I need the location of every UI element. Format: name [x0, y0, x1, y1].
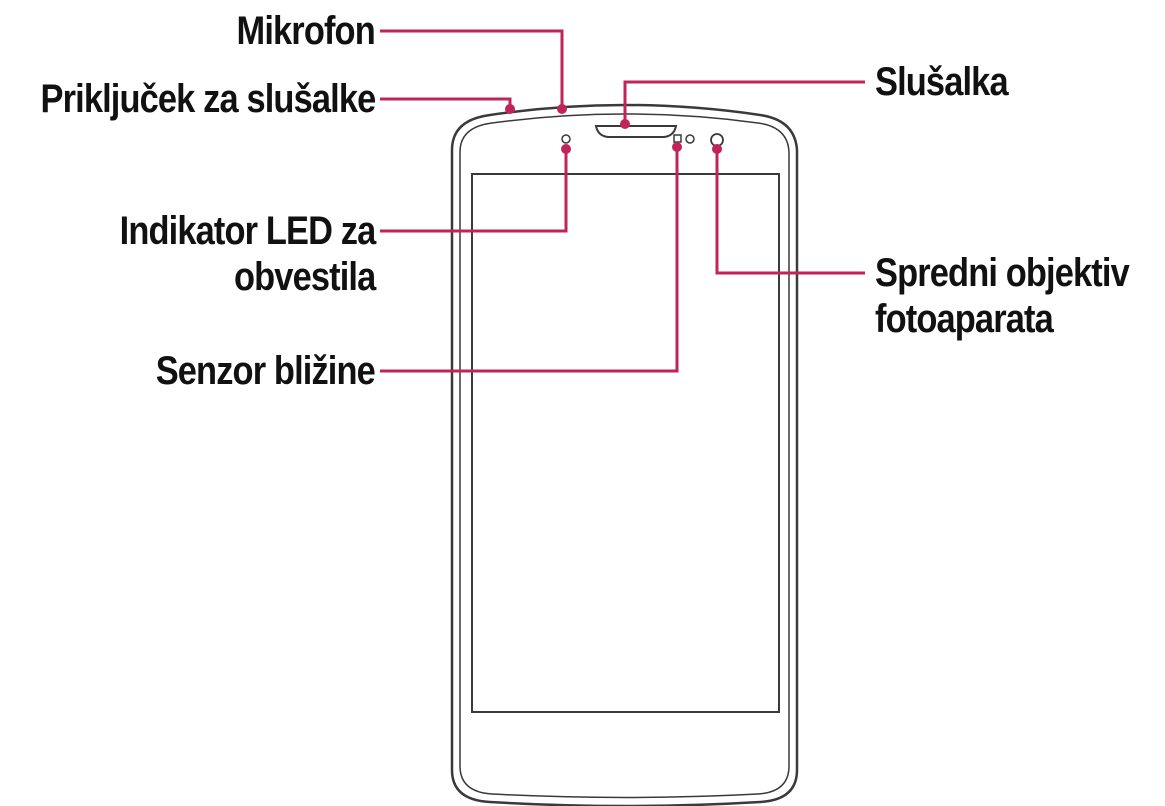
label-prikljucek-text: Priključek za slušalke: [40, 77, 376, 121]
phone-inner-outline: [459, 113, 790, 799]
label-slusalka-text: Slušalka: [875, 60, 1009, 104]
label-senzor-text: Senzor bližine: [155, 349, 376, 393]
label-senzor: Senzor bližine: [155, 348, 376, 394]
callout-dot-spredni: [712, 144, 722, 154]
callout-dot-slusalka: [620, 119, 630, 129]
proximity-sensor-square: [673, 134, 682, 143]
callout-dots: [505, 104, 722, 154]
callout-line-mikrofon: [380, 29, 564, 109]
label-spredni-line2: fotoaparata: [875, 297, 1054, 341]
label-indikator: Indikator LED za obvestila: [119, 208, 376, 300]
label-prikljucek: Priključek za slušalke: [40, 76, 376, 122]
label-indikator-line2: obvestila: [233, 255, 376, 299]
callout-dot-mikrofon: [557, 104, 567, 114]
proximity-sensor-circle: [685, 134, 695, 144]
phone-body: [450, 103, 799, 806]
callout-line-slusalka: [623, 80, 865, 124]
callout-line-prikljucek: [380, 97, 512, 109]
callout-dot-indikator: [561, 144, 571, 154]
label-mikrofon-text: Mikrofon: [236, 9, 376, 53]
callout-line-senzor: [380, 147, 679, 373]
callouts: [380, 29, 865, 373]
label-mikrofon: Mikrofon: [236, 8, 376, 54]
label-spredni-line1: Spredni objektiv: [875, 251, 1130, 295]
label-indikator-line1: Indikator LED za: [119, 209, 376, 253]
callout-dot-senzor: [672, 142, 682, 152]
notification-led: [561, 134, 571, 144]
label-slusalka: Slušalka: [875, 59, 1009, 105]
phone-outer-outline: [450, 103, 799, 806]
callout-line-indikator: [380, 149, 568, 233]
callout-line-spredni: [715, 149, 865, 275]
display-screen: [471, 173, 780, 713]
earpiece-slot: [594, 125, 678, 138]
label-spredni: Spredni objektiv fotoaparata: [875, 250, 1130, 342]
callout-dot-prikljucek: [505, 104, 515, 114]
